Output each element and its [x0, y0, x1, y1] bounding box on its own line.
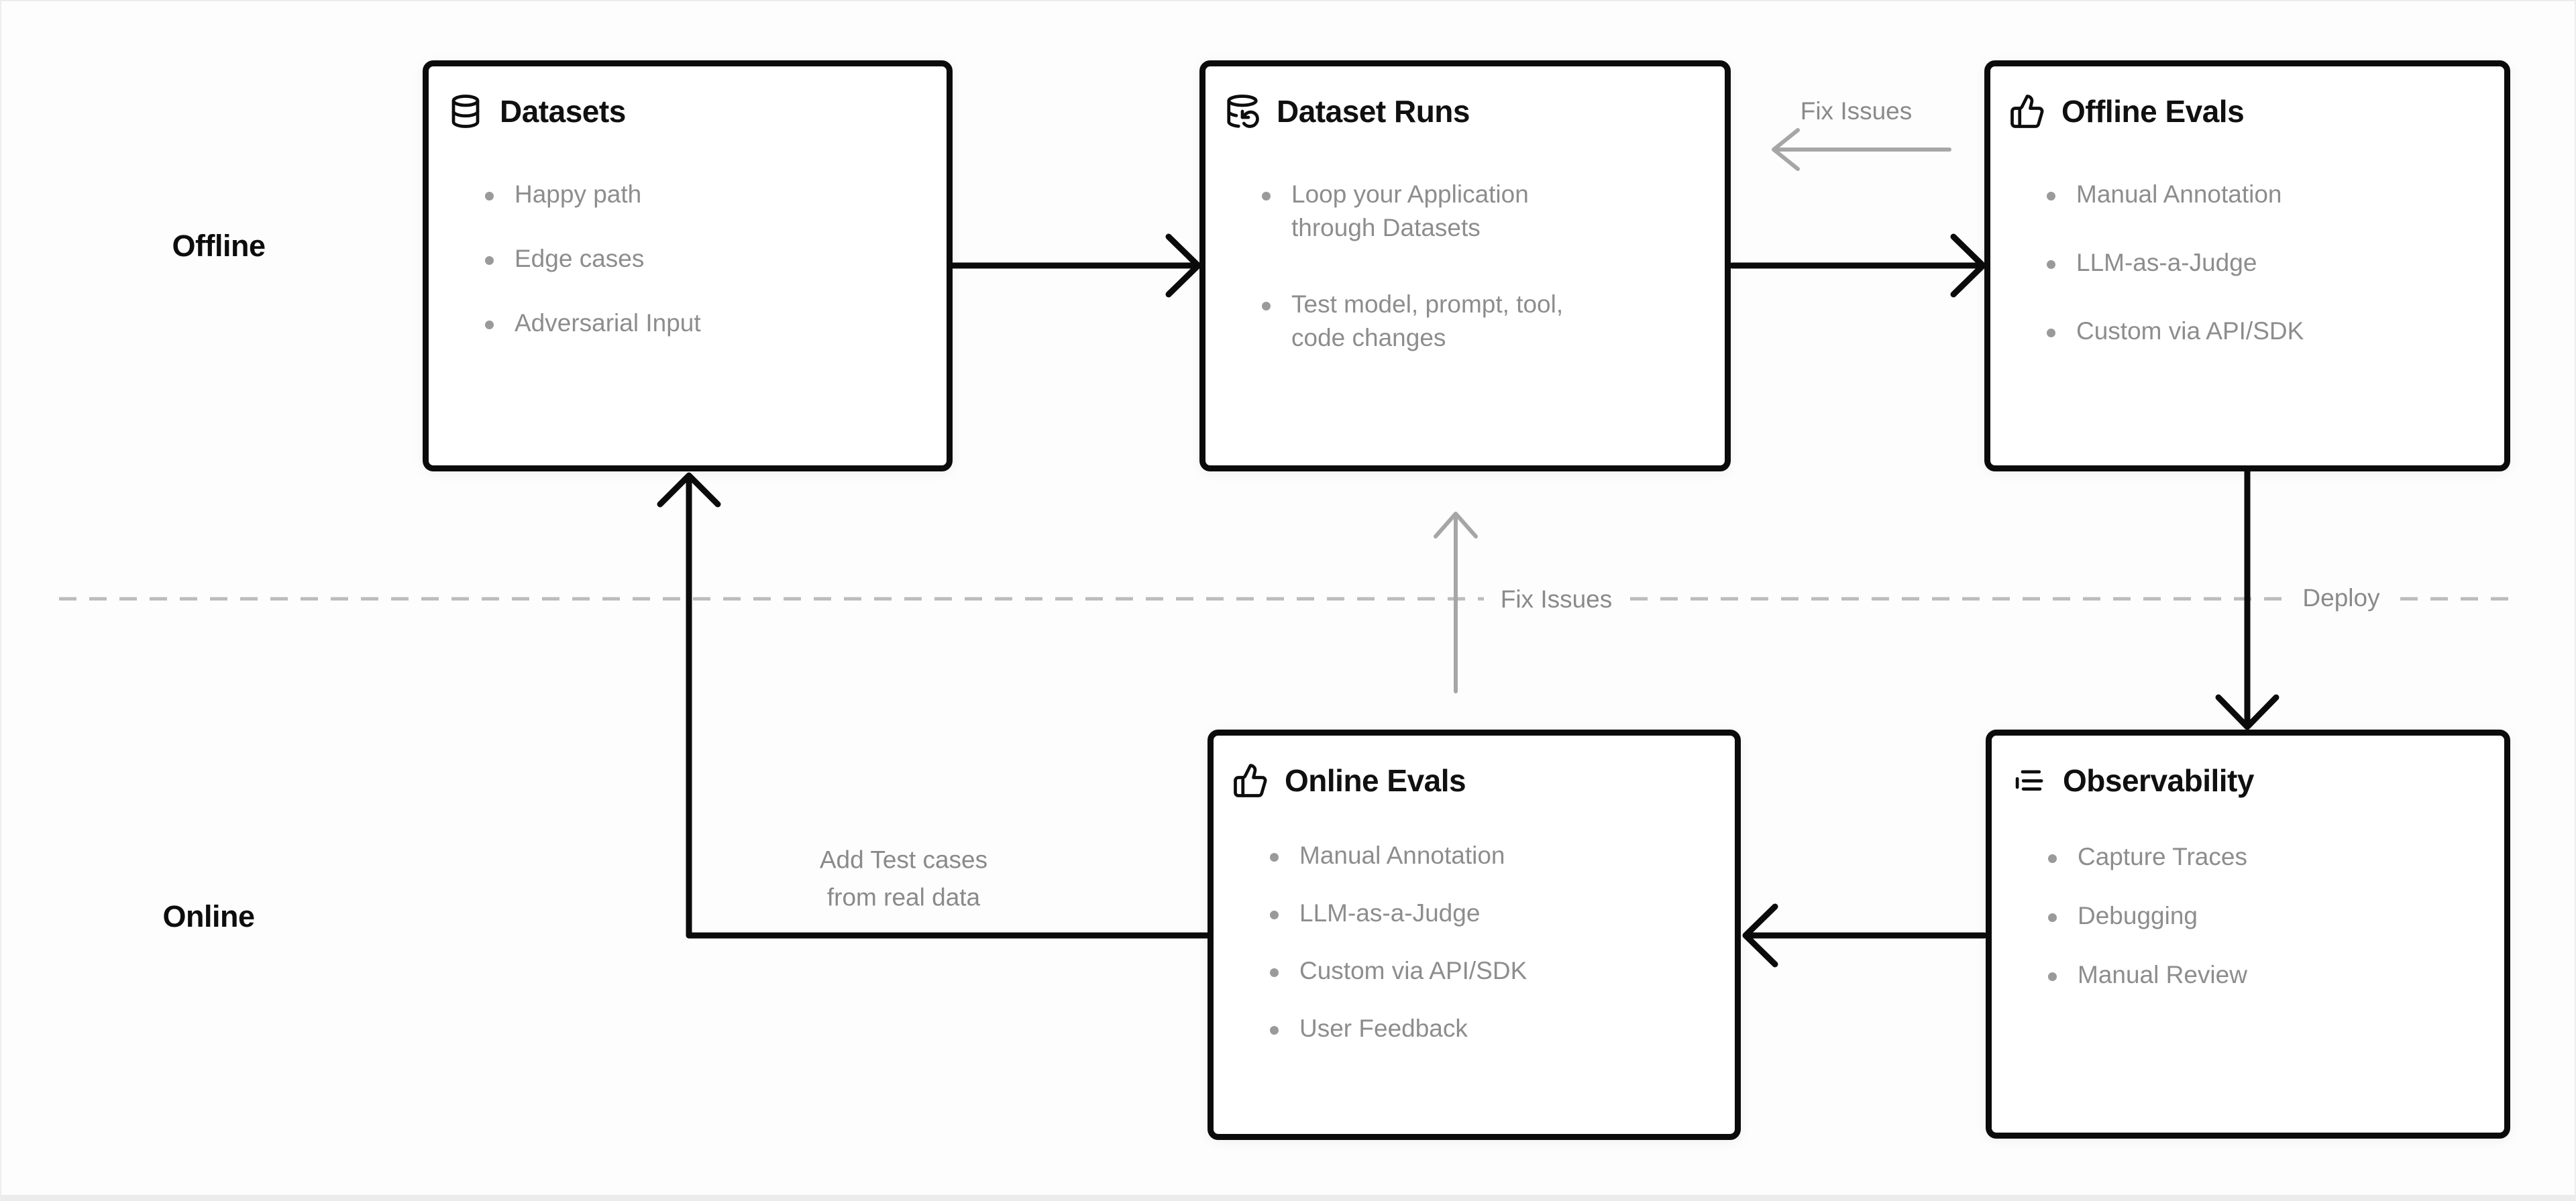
- bullet-item: Manual Review: [2047, 958, 2484, 992]
- arrow-observability-to-online-evals: [1742, 903, 1988, 968]
- database-refresh-icon: [1227, 95, 1259, 128]
- node-title: Dataset Runs: [1277, 93, 1470, 129]
- bullet-item: Manual Annotation: [2045, 178, 2484, 211]
- edge-label-add-test-cases: Add Test cases from real data: [820, 842, 987, 916]
- edge-label-fix-issues-top: Fix Issues: [1800, 97, 1913, 125]
- node-bullet-list: Manual Annotation LLM-as-a-Judge Custom …: [1990, 178, 2504, 348]
- node-online-evals: Online Evals Manual Annotation LLM-as-a-…: [1208, 730, 1741, 1140]
- node-bullet-list: Capture Traces Debugging Manual Review: [1992, 840, 2504, 992]
- bullet-item: LLM-as-a-Judge: [1269, 897, 1715, 930]
- node-title: Observability: [2063, 762, 2254, 798]
- bullet-item: Edge cases: [484, 242, 926, 276]
- node-offline-evals: Offline Evals Manual Annotation LLM-as-a…: [1984, 60, 2510, 471]
- database-icon: [451, 95, 480, 128]
- arrow-fix-issues-vertical: [1434, 512, 1478, 693]
- node-dataset-runs: Dataset Runs Loop your Application throu…: [1199, 60, 1731, 471]
- arrow-datasets-to-dataset-runs: [950, 233, 1201, 298]
- bullet-item: Adversarial Input: [484, 306, 926, 340]
- node-observability: Observability Capture Traces Debugging M…: [1986, 730, 2510, 1139]
- arrow-fix-issues-top: [1772, 128, 1951, 171]
- bullet-item: User Feedback: [1269, 1012, 1715, 1045]
- bullet-item: Custom via API/SDK: [2045, 314, 2484, 348]
- node-title: Online Evals: [1285, 762, 1466, 798]
- bullet-item: Manual Annotation: [1269, 839, 1715, 872]
- arrow-online-evals-to-datasets: [657, 472, 1211, 939]
- node-title: Datasets: [500, 93, 626, 129]
- edge-label-add-test-cases-line2: from real data: [826, 883, 981, 911]
- node-bullet-list: Loop your Application through Datasets T…: [1205, 178, 1725, 355]
- list-tree-icon: [2015, 770, 2043, 791]
- bullet-item: Test model, prompt, tool, code changes: [1260, 288, 1593, 355]
- node-title: Offline Evals: [2061, 93, 2245, 129]
- arrow-offline-evals-to-observability: [2215, 467, 2279, 730]
- node-bullet-list: Happy path Edge cases Adversarial Input: [429, 178, 947, 340]
- bullet-item: Custom via API/SDK: [1269, 954, 1715, 988]
- arrow-dataset-runs-to-offline-evals: [1729, 233, 1986, 298]
- thumbs-up-icon: [1234, 764, 1267, 797]
- bullet-item: Capture Traces: [2047, 840, 2484, 874]
- bullet-item: Loop your Application through Datasets: [1260, 178, 1593, 245]
- thumbs-up-icon: [2010, 95, 2044, 128]
- lane-label-online: Online: [162, 899, 255, 933]
- bullet-item: Debugging: [2047, 899, 2484, 933]
- edge-label-add-test-cases-line1: Add Test cases: [819, 846, 988, 874]
- bullet-item: LLM-as-a-Judge: [2045, 246, 2484, 280]
- edge-label-deploy: Deploy: [2302, 584, 2380, 612]
- node-bullet-list: Manual Annotation LLM-as-a-Judge Custom …: [1214, 839, 1735, 1045]
- lane-label-offline: Offline: [172, 229, 266, 263]
- node-datasets: Datasets Happy path Edge cases Adversari…: [423, 60, 953, 471]
- bullet-item: Happy path: [484, 178, 926, 211]
- edge-label-fix-issues-mid: Fix Issues: [1500, 585, 1613, 613]
